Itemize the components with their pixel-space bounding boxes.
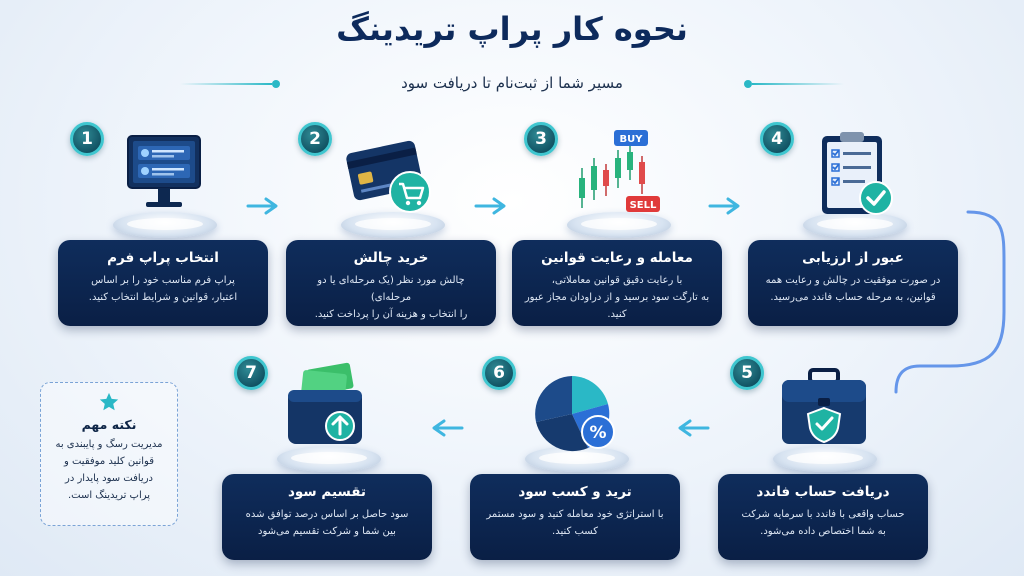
step-number-badge: 6 (482, 356, 516, 390)
note-line: قوانین کلید موفقیت و (63, 456, 155, 467)
buy-label: BUY (620, 134, 644, 145)
svg-text:%: % (589, 423, 606, 443)
step-description: سود حاصل بر اساس درصد توافق شده بین شما … (234, 506, 420, 540)
title-divider-right (752, 83, 844, 85)
step-pedestal (803, 212, 907, 238)
step-7: 7 تقسیم سود سود حاصل بر اساس درصد توافق … (222, 352, 432, 562)
wallet-money-icon (288, 362, 362, 444)
credit-card-cart-icon (346, 140, 431, 213)
arrow-right-icon (246, 197, 278, 215)
step-description: پراپ فرم مناسب خود را بر اساس اعتبار، قو… (70, 272, 256, 306)
step-description-line: با استراتژی خود معامله کنید و سود مستمر (486, 509, 664, 520)
step-description-line: بین شما و شرکت تقسیم می‌شود (258, 526, 396, 537)
step-description-line: با رعایت دقیق قوانین معاملاتی، (551, 275, 683, 286)
step-card: ترید و کسب سود با استراتژی خود معامله کن… (470, 474, 680, 560)
arrow-right-icon (474, 197, 506, 215)
step-card: معامله و رعایت قوانین با رعایت دقیق قوان… (512, 240, 722, 326)
step-description: با رعایت دقیق قوانین معاملاتی، به تارگت … (524, 272, 710, 323)
step-1: 1 انتخاب پراپ فرم پراپ فرم مناسب خود را … (58, 118, 268, 328)
step-2: 2 خرید چالش چالش مورد نظر (یک مرحله‌ای ی… (286, 118, 496, 328)
step-description-line: قوانین، به مرحله حساب فاندد می‌رسید. (770, 292, 936, 303)
arrow-left-icon (432, 419, 464, 437)
step-3: BUY SELL 3 معامله و رعایت قوانین با رعای… (512, 118, 722, 328)
step-pedestal (567, 212, 671, 238)
step-number-badge: 5 (730, 356, 764, 390)
title-divider-left (180, 83, 272, 85)
step-title: معامله و رعایت قوانین (541, 250, 693, 266)
step-description: حساب واقعی با فاندد با سرمایه شرکت به شم… (730, 506, 916, 540)
step-pedestal (341, 212, 445, 238)
title-divider-dot-right (744, 80, 752, 88)
step-number-badge: 1 (70, 122, 104, 156)
candlestick-chart-icon: BUY SELL (579, 130, 660, 212)
step-description-line: پراپ فرم مناسب خود را بر اساس (91, 275, 235, 286)
pie-chart-percent-icon: % (535, 376, 615, 452)
step-description-line: در صورت موفقیت در چالش و رعایت همه (765, 275, 941, 286)
step-number-badge: 2 (298, 122, 332, 156)
step-description: در صورت موفقیت در چالش و رعایت همه قوانی… (760, 272, 946, 306)
note-line: مدیریت رسگ و پایبندی به (55, 439, 163, 450)
briefcase-shield-icon (782, 368, 866, 444)
sell-label: SELL (630, 200, 657, 211)
step-pedestal (113, 212, 217, 238)
step-description-line: سود حاصل بر اساس درصد توافق شده (245, 509, 409, 520)
step-number-badge: 4 (760, 122, 794, 156)
step-description-line: اعتبار، قوانین و شرایط انتخاب کنید. (88, 292, 238, 303)
checklist-clipboard-icon (822, 132, 893, 215)
step-4: 4 عبور از ارزیابی در صورت موفقیت در چالش… (748, 118, 958, 328)
step-title: خرید چالش (353, 250, 429, 266)
step-number-badge: 3 (524, 122, 558, 156)
step-pedestal (277, 446, 381, 472)
step-title: دریافت حساب فاندد (756, 484, 890, 500)
note-line: پراپ تریدینگ است. (67, 490, 151, 501)
step-card: خرید چالش چالش مورد نظر (یک مرحله‌ای یا … (286, 240, 496, 326)
star-icon (99, 392, 119, 411)
note-text: مدیریت رسگ و پایبندی به قوانین کلید موفق… (49, 436, 169, 504)
page-title: نحوه کار پراپ تریدینگ (336, 10, 688, 48)
step-description-line: کسب کنید. (552, 526, 598, 537)
step-card: انتخاب پراپ فرم پراپ فرم مناسب خود را بر… (58, 240, 268, 326)
step-title: تقسیم سود (288, 484, 366, 500)
step-card: دریافت حساب فاندد حساب واقعی با فاندد با… (718, 474, 928, 560)
step-pedestal (773, 446, 877, 472)
title-divider-dot-left (272, 80, 280, 88)
page-subtitle: مسیر شما از ثبت‌نام تا دریافت سود (401, 74, 623, 92)
step-card: عبور از ارزیابی در صورت موفقیت در چالش و… (748, 240, 958, 326)
step-card: تقسیم سود سود حاصل بر اساس درصد توافق شد… (222, 474, 432, 560)
step-title: عبور از ارزیابی (802, 250, 904, 266)
step-title: ترید و کسب سود (518, 484, 632, 500)
monitor-profile-icon (127, 135, 201, 207)
arrow-left-icon (678, 419, 710, 437)
step-title: انتخاب پراپ فرم (107, 250, 219, 266)
note-title: نکته مهم (81, 417, 137, 432)
step-description-line: حساب واقعی با فاندد با سرمایه شرکت (741, 509, 905, 520)
note-line: دریافت سود پایدار در (65, 473, 153, 484)
step-description: با استراتژی خود معامله کنید و سود مستمر … (482, 506, 668, 540)
step-description-line: چالش مورد نظر (یک مرحله‌ای یا دو مرحله‌ا… (317, 275, 465, 303)
step-description-line: را انتخاب و هزینه آن را پرداخت کنید. (314, 309, 468, 320)
arrow-right-icon (708, 197, 740, 215)
step-number-badge: 7 (234, 356, 268, 390)
step-description-line: به تارگت سود برسید و از دراودان مجاز عبو… (524, 292, 710, 320)
important-note-box: نکته مهم مدیریت رسگ و پایبندی به قوانین … (40, 382, 178, 526)
step-6: % 6 ترید و کسب سود با استراتژی خود معامل… (470, 352, 680, 562)
step-description: چالش مورد نظر (یک مرحله‌ای یا دو مرحله‌ا… (298, 272, 484, 323)
step-5: 5 دریافت حساب فاندد حساب واقعی با فاندد … (718, 352, 928, 562)
step-description-line: به شما اختصاص داده می‌شود. (760, 526, 886, 537)
